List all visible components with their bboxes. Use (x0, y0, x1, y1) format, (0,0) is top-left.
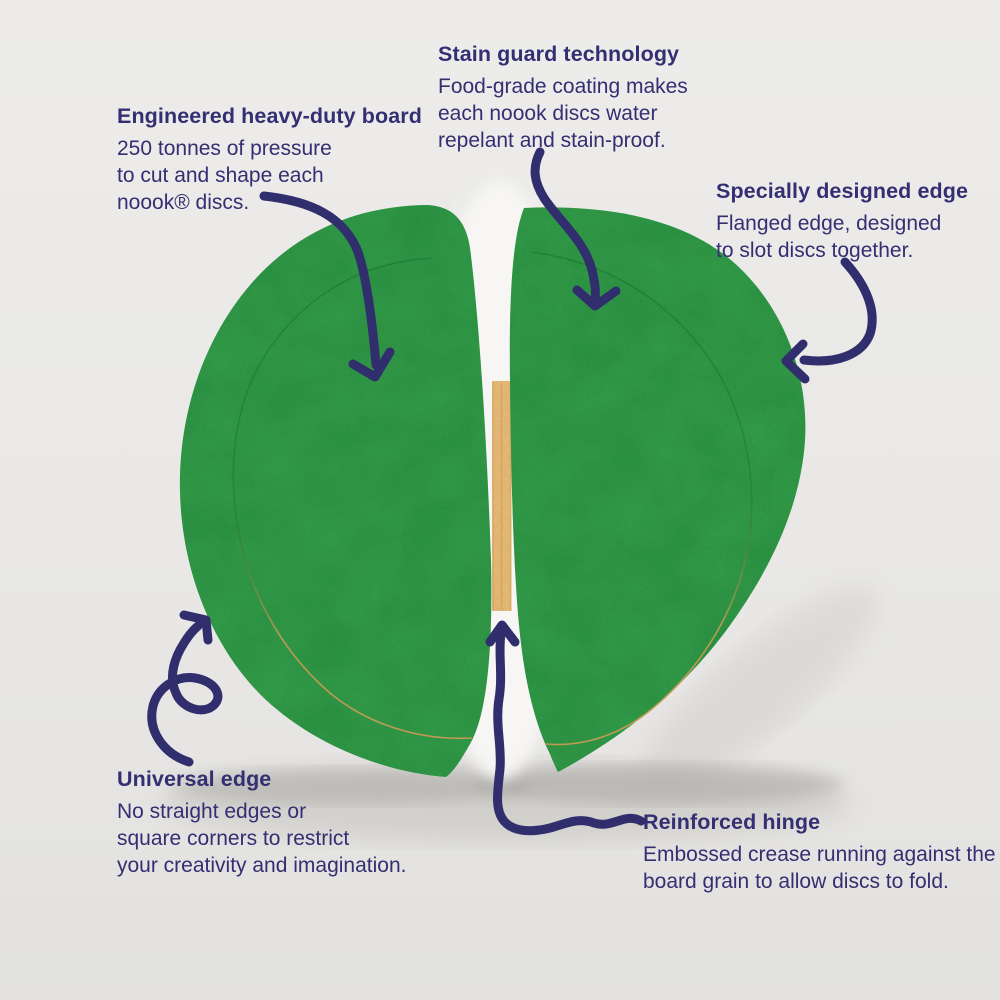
arrow-universal-edge (147, 610, 223, 767)
disc-left-flange-line (232, 257, 473, 740)
disc-right-flange-line (530, 251, 753, 746)
ground-shadow (160, 586, 879, 842)
arrow-designed-edge (781, 257, 877, 384)
annotation-body: Flanged edge, designed to slot discs tog… (716, 212, 942, 262)
annotation-body: Embossed crease running against the boar… (643, 843, 996, 893)
annotation-engineered-board: Engineered heavy-duty board 250 tonnes o… (117, 104, 437, 216)
annotation-body: No straight edges or square corners to r… (117, 800, 407, 877)
annotation-body: 250 tonnes of pressure to cut and shape … (117, 137, 332, 214)
annotation-heading: Universal edge (117, 767, 272, 791)
annotation-universal-edge: Universal edge No straight edges or squa… (117, 767, 477, 879)
annotation-heading: Specially designed edge (716, 179, 969, 203)
annotation-reinforced-hinge: Reinforced hinge Embossed crease running… (643, 810, 1000, 895)
arrow-engineered-board (259, 191, 395, 382)
annotation-body: Food-grade coating makes each noook disc… (438, 75, 688, 152)
arrow-stain-guard (530, 147, 621, 311)
disc-right-half (509, 207, 806, 773)
annotation-stain-guard: Stain guard technology Food-grade coatin… (438, 42, 718, 154)
annotation-heading: Reinforced hinge (643, 810, 821, 834)
annotation-heading: Stain guard technology (438, 42, 680, 66)
arrow-reinforced-hinge (485, 620, 646, 836)
annotation-designed-edge: Specially designed edge Flanged edge, de… (716, 179, 976, 264)
annotation-heading: Engineered heavy-duty board (117, 104, 422, 128)
hinge-strip (492, 381, 512, 611)
